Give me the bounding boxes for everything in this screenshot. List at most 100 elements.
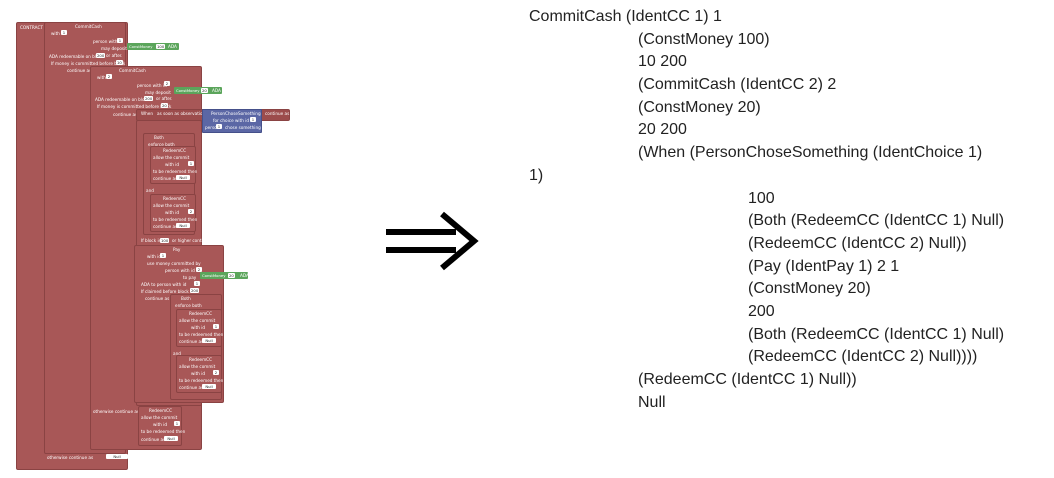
commitcash-1-money-value[interactable]: 100 bbox=[156, 44, 166, 49]
redeem-a-redeemed: to be redeemed then bbox=[153, 169, 198, 174]
redeem-c-allow: allow the commit bbox=[179, 318, 216, 323]
redeem-d-with-id: with id bbox=[191, 371, 206, 376]
redeem-d-title: RedeemCC bbox=[189, 357, 213, 362]
chose-choice-id-field[interactable]: 1 bbox=[250, 117, 256, 122]
commitcash-2-money-block[interactable]: ConstMoney bbox=[174, 87, 222, 94]
redeem-d-continue: continue as bbox=[179, 385, 204, 390]
chose-person-label: person bbox=[205, 125, 220, 130]
code-line-4: (CommitCash (IdentCC 2) 2 bbox=[638, 76, 837, 93]
pay-money-value[interactable]: 20 bbox=[228, 273, 235, 278]
redeem-e-continue: continue as bbox=[141, 437, 166, 442]
when-observation-label: as soon as observation bbox=[157, 111, 206, 116]
commitcash-1-before-block-field[interactable]: 10 bbox=[116, 60, 123, 65]
redeem-a-allow: allow the commit bbox=[153, 155, 190, 160]
if-block-value-field[interactable]: 100 bbox=[160, 238, 170, 243]
when-continue-label: continue as bbox=[265, 111, 290, 116]
code-line-7: (When (PersonChoseSomething (IdentChoice… bbox=[638, 144, 983, 161]
code-line-2: (ConstMoney 100) bbox=[638, 31, 770, 48]
redeem-c-id-field[interactable]: 1 bbox=[213, 324, 219, 329]
pay-to-id-field[interactable]: 1 bbox=[194, 281, 200, 286]
pay-ada: ADA bbox=[240, 273, 249, 278]
chose-person-id-field[interactable]: 1 bbox=[216, 124, 222, 129]
redeem-a-with-id: with id bbox=[165, 162, 180, 167]
otherwise-outer-label: otherwise continue as bbox=[47, 455, 94, 460]
redeem-e-null-field[interactable]: Null bbox=[164, 436, 178, 441]
redeem-b-id-field[interactable]: 2 bbox=[188, 209, 194, 214]
redeem-b-null-field[interactable]: Null bbox=[176, 223, 190, 228]
commitcash-1-person-id-field[interactable]: 1 bbox=[117, 38, 123, 43]
commitcash-2-person-id-field[interactable]: 2 bbox=[164, 81, 170, 86]
pay-person-id-field[interactable]: 2 bbox=[196, 267, 202, 272]
code-line-18: Null bbox=[638, 394, 666, 411]
chose-for-choice-label: for choice with id bbox=[213, 118, 250, 123]
redeem-b-title: RedeemCC bbox=[163, 196, 187, 201]
commitcash-1-ada: ADA bbox=[168, 44, 177, 49]
code-line-3: 10 200 bbox=[638, 53, 687, 70]
redeem-a-continue: continue as bbox=[153, 176, 178, 181]
redeem-c-null-field[interactable]: Null bbox=[202, 338, 216, 343]
redeem-d-null-field[interactable]: Null bbox=[202, 384, 216, 389]
commitcash-1-continue-label: continue as bbox=[67, 68, 92, 73]
redeem-d-allow: allow the commit bbox=[179, 364, 216, 369]
redeem-c-block[interactable]: RedeemCC allow the commit with id to be … bbox=[176, 309, 224, 347]
commitcash-2-id-field[interactable]: 2 bbox=[106, 74, 112, 79]
commitcash-2-money-value[interactable]: 20 bbox=[201, 88, 208, 93]
pay-id-field[interactable]: 1 bbox=[160, 253, 166, 258]
code-line-1: CommitCash (IdentCC 1) 1 bbox=[529, 8, 722, 25]
redeem-a-title: RedeemCC bbox=[163, 148, 187, 153]
code-line-8: 1) bbox=[529, 167, 544, 184]
redeem-d-redeemed: to be redeemed then bbox=[179, 378, 224, 383]
code-line-12: (Pay (IdentPay 1) 2 1 bbox=[748, 258, 900, 275]
contract-label: CONTRACT bbox=[20, 25, 43, 30]
redeem-e-id-field[interactable]: 1 bbox=[174, 421, 180, 426]
commitcash-2-title: CommitCash bbox=[119, 68, 146, 73]
code-line-13: (ConstMoney 20) bbox=[748, 280, 871, 297]
redeem-c-with-id: with id bbox=[191, 325, 206, 330]
redeem-b-allow: allow the commit bbox=[153, 203, 190, 208]
redeem-c-title: RedeemCC bbox=[189, 311, 213, 316]
commitcash-2-continue-label: continue as bbox=[113, 112, 138, 117]
both-1-and-label: and bbox=[146, 188, 154, 193]
pay-claimed-block-field[interactable]: 200 bbox=[190, 288, 200, 293]
commitcash-1-person-label: person with id bbox=[93, 39, 123, 44]
commitcash-2-may-deposit-label: may deposit bbox=[145, 90, 171, 95]
redeem-c-continue: continue as bbox=[179, 339, 204, 344]
outer-null-field[interactable]: Null bbox=[106, 454, 128, 459]
redeem-e-allow: allow the commit bbox=[141, 415, 178, 420]
redeem-a-id-field[interactable]: 1 bbox=[188, 161, 194, 166]
both-1-label: Both bbox=[154, 135, 164, 140]
code-line-10: (Both (RedeemCC (IdentCC 1) Null) bbox=[748, 212, 1005, 229]
code-line-15: (Both (RedeemCC (IdentCC 1) Null) bbox=[748, 326, 1005, 343]
pay-money-block[interactable]: ConstMoney bbox=[200, 272, 248, 279]
pay-if-claimed: If claimed before block bbox=[141, 289, 189, 294]
commitcash-2-person-label: person with id bbox=[137, 83, 167, 88]
commitcash-2-redeem-block-field[interactable]: 200 bbox=[144, 96, 154, 101]
pay-use-money: use money committed by bbox=[147, 261, 201, 266]
redeem-a-null-field[interactable]: Null bbox=[176, 175, 190, 180]
pay-with-id: with id bbox=[147, 254, 162, 259]
redeem-d-id-field[interactable]: 2 bbox=[213, 370, 219, 375]
redeem-c-redeemed: to be redeemed then bbox=[179, 332, 224, 337]
double-right-arrow-icon bbox=[386, 211, 479, 271]
commitcash-2-before-block-field[interactable]: 20 bbox=[161, 103, 168, 108]
when-label: When bbox=[141, 111, 154, 116]
if-block-label: If block is bbox=[141, 238, 161, 243]
code-line-17: (RedeemCC (IdentCC 1) Null)) bbox=[638, 371, 857, 388]
redeem-b-with-id: with id bbox=[165, 210, 180, 215]
redeem-b-continue: continue as bbox=[153, 224, 178, 229]
redeem-b-redeemed: to be redeemed then bbox=[153, 217, 198, 222]
code-line-16: (RedeemCC (IdentCC 2) Null)))) bbox=[748, 348, 978, 365]
commitcash-1-money-label: ConstMoney bbox=[129, 44, 153, 49]
commitcash-2-ada: ADA bbox=[212, 88, 221, 93]
commitcash-1-redeem-block-field[interactable]: 200 bbox=[96, 53, 106, 58]
commitcash-2-or-after: or after. bbox=[156, 96, 173, 101]
pay-money-label: ConstMoney bbox=[202, 273, 226, 278]
redeem-e-title: RedeemCC bbox=[149, 408, 173, 413]
redeem-e-with-id: with id bbox=[153, 422, 168, 427]
commitcash-1-id-field[interactable]: 1 bbox=[61, 30, 67, 35]
pay-continue: continue as bbox=[145, 296, 170, 301]
pay-person: person with id bbox=[165, 268, 195, 273]
chose-something-label: chose something bbox=[225, 125, 261, 130]
commitcash-1-money-block[interactable]: ConstMoney bbox=[127, 43, 179, 50]
